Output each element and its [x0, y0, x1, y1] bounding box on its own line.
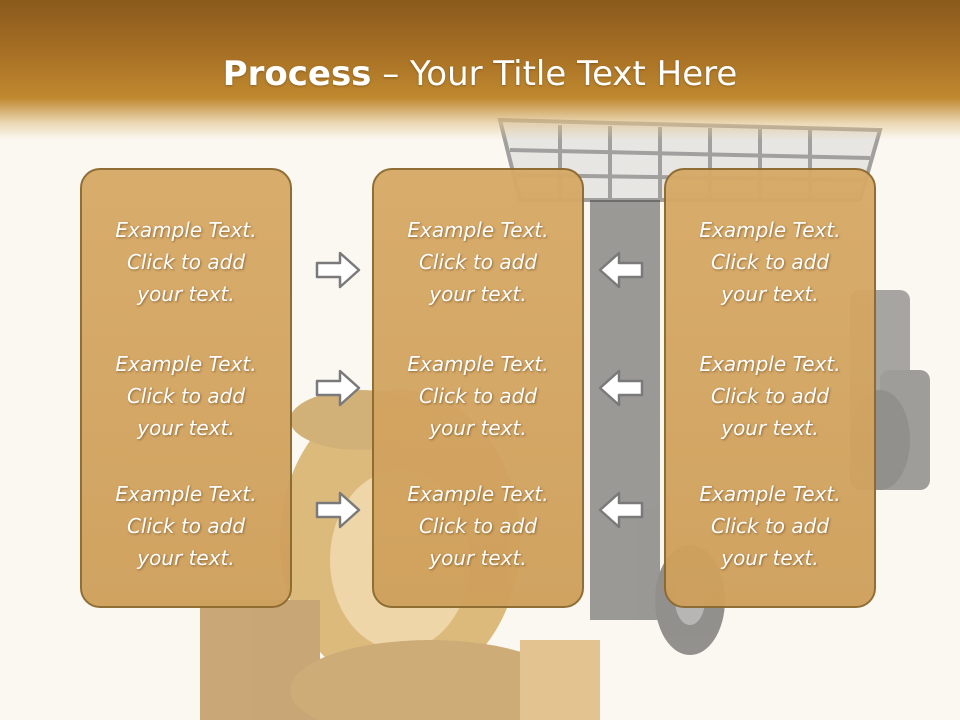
text-line: Click to add [126, 384, 246, 408]
title-bold: Process [222, 54, 372, 94]
text-placeholder[interactable]: Example Text. Click to add your text. [82, 348, 290, 444]
text-placeholder[interactable]: Example Text. Click to add your text. [374, 214, 582, 310]
text-line: Example Text. [115, 352, 257, 376]
text-line: your text. [429, 416, 527, 440]
process-box-right[interactable]: Example Text. Click to add your text. Ex… [664, 168, 876, 608]
text-line: your text. [429, 546, 527, 570]
text-line: your text. [721, 546, 819, 570]
text-line: your text. [721, 416, 819, 440]
text-line: Click to add [126, 250, 246, 274]
text-placeholder[interactable]: Example Text. Click to add your text. [374, 478, 582, 574]
text-line: Example Text. [115, 218, 257, 242]
text-line: Example Text. [115, 482, 257, 506]
left-arrow-icon [598, 491, 644, 529]
text-placeholder[interactable]: Example Text. Click to add your text. [666, 348, 874, 444]
text-line: Click to add [418, 250, 538, 274]
header-band [0, 0, 960, 140]
text-line: Example Text. [699, 218, 841, 242]
right-arrow-icon [315, 251, 361, 289]
text-line: your text. [137, 416, 235, 440]
text-line: Example Text. [699, 482, 841, 506]
process-box-left[interactable]: Example Text. Click to add your text. Ex… [80, 168, 292, 608]
title-rest: – Your Title Text Here [371, 54, 738, 94]
text-placeholder[interactable]: Example Text. Click to add your text. [82, 478, 290, 574]
process-box-center[interactable]: Example Text. Click to add your text. Ex… [372, 168, 584, 608]
text-line: Click to add [418, 384, 538, 408]
text-line: Click to add [710, 250, 830, 274]
text-placeholder[interactable]: Example Text. Click to add your text. [666, 214, 874, 310]
right-arrow-icon [315, 369, 361, 407]
left-arrow-icon [598, 369, 644, 407]
text-line: Click to add [710, 384, 830, 408]
left-arrow-icon [598, 251, 644, 289]
text-line: Click to add [710, 514, 830, 538]
text-line: Example Text. [407, 482, 549, 506]
text-line: Example Text. [407, 218, 549, 242]
text-placeholder[interactable]: Example Text. Click to add your text. [82, 214, 290, 310]
text-placeholder[interactable]: Example Text. Click to add your text. [374, 348, 582, 444]
text-line: your text. [137, 546, 235, 570]
right-arrow-icon [315, 491, 361, 529]
text-line: your text. [721, 282, 819, 306]
text-line: your text. [137, 282, 235, 306]
text-placeholder[interactable]: Example Text. Click to add your text. [666, 478, 874, 574]
text-line: Example Text. [407, 352, 549, 376]
text-line: Example Text. [699, 352, 841, 376]
text-line: Click to add [126, 514, 246, 538]
slide-title[interactable]: Process – Your Title Text Here [0, 52, 960, 96]
text-line: your text. [429, 282, 527, 306]
text-line: Click to add [418, 514, 538, 538]
